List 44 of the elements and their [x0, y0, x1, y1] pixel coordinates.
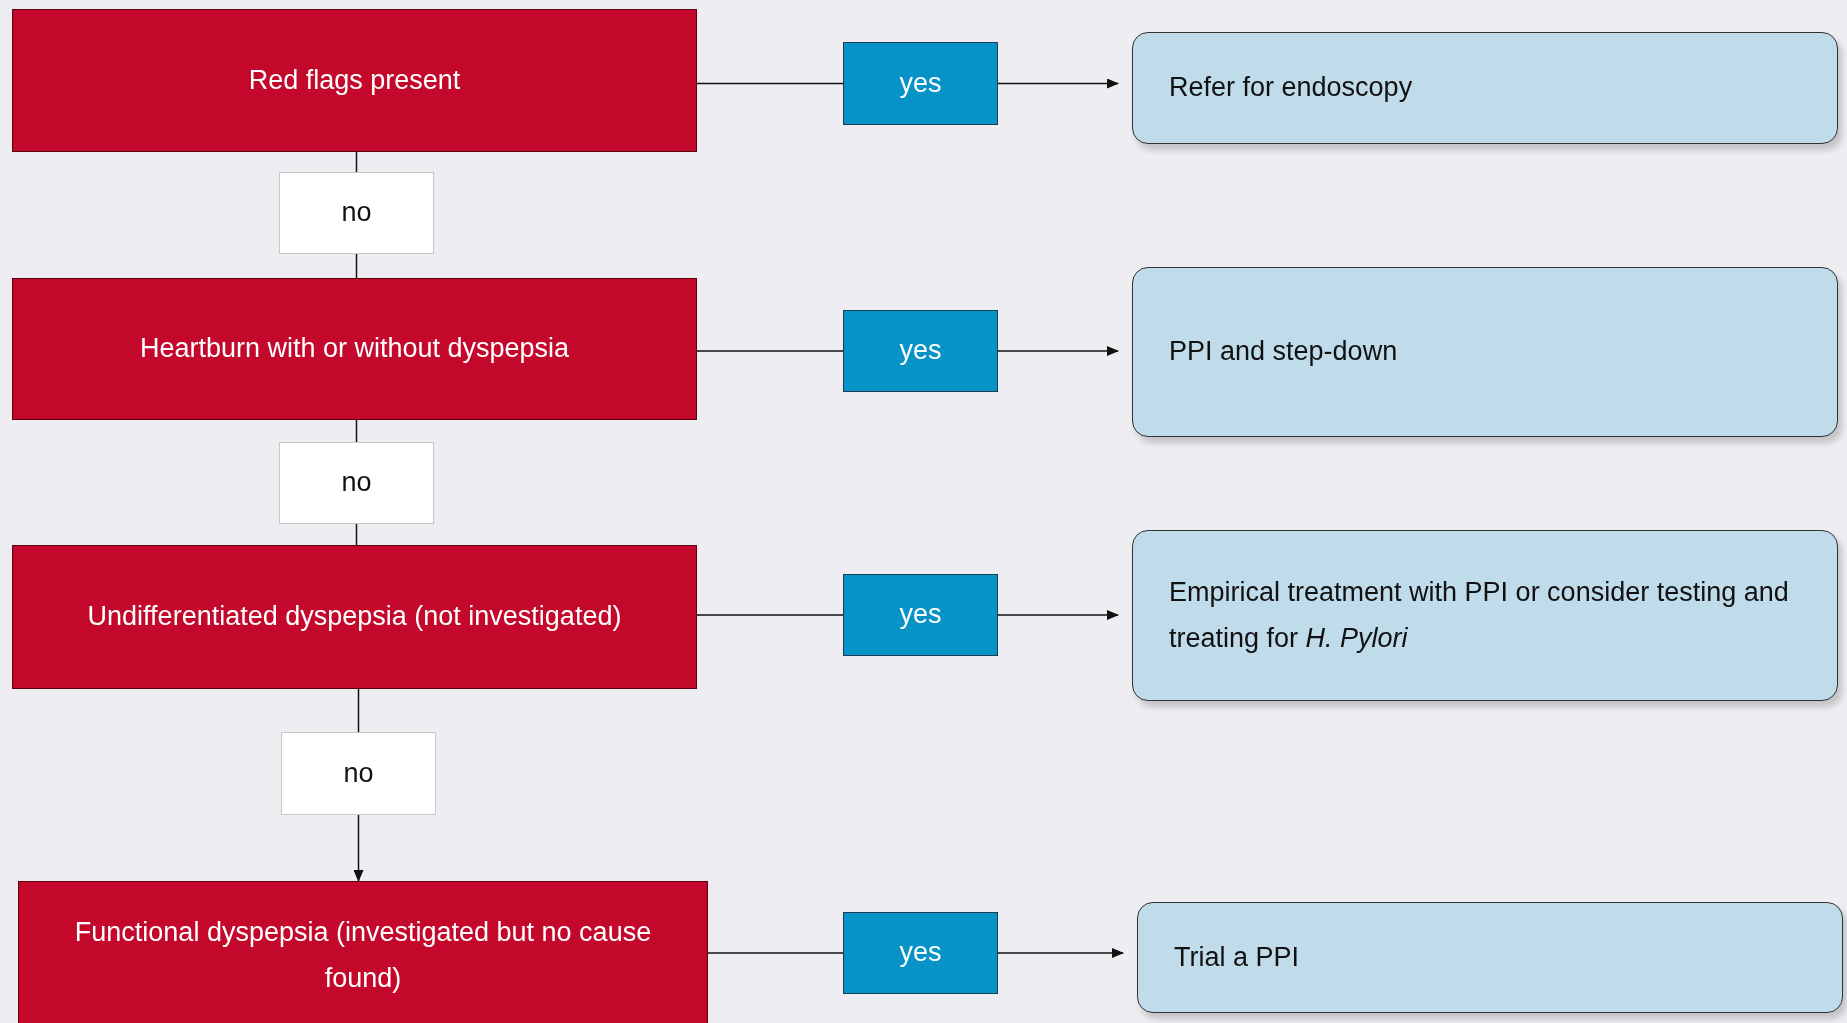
node-text: Functional dyspepsia (investigated but no cause found)	[73, 916, 653, 995]
action-box	[1132, 267, 1838, 437]
connector-line	[696, 350, 844, 352]
connector-line	[357, 688, 360, 733]
decision-box	[18, 881, 708, 1023]
node-text: Empirical treatment with PPI or consider testing and treating for H. Pylori	[1169, 575, 1790, 655]
node-text: yes	[898, 936, 943, 970]
connector-line	[696, 614, 844, 616]
arrow	[997, 78, 1119, 89]
arrow	[353, 814, 364, 882]
answer-box	[843, 574, 998, 656]
action-box	[1132, 530, 1838, 701]
answer-box	[843, 42, 998, 125]
answer-box	[279, 442, 434, 524]
answer-box	[843, 912, 998, 994]
connector-line	[355, 419, 358, 443]
node-text: Undifferentiated dyspepsia (not investigated)	[86, 600, 623, 634]
node-text: yes	[898, 66, 943, 100]
answer-box	[281, 732, 436, 815]
connector-line	[355, 151, 358, 173]
decision-box	[12, 278, 697, 420]
node-text: no	[342, 756, 375, 790]
node-text: Trial a PPI	[1174, 940, 1301, 974]
arrow	[997, 610, 1119, 620]
node-text: Refer for endoscopy	[1169, 71, 1414, 105]
connector-line	[707, 952, 844, 954]
decision-box	[12, 9, 697, 152]
connector-line	[355, 253, 358, 279]
node-text: no	[340, 196, 373, 230]
node-text: no	[340, 466, 373, 500]
node-text: yes	[898, 598, 943, 632]
node-text: PPI and step-down	[1169, 335, 1399, 369]
node-text: yes	[898, 334, 943, 368]
connector-line	[355, 523, 358, 546]
answer-box	[843, 310, 998, 392]
decision-box	[12, 545, 697, 689]
node-text: Red flags present	[247, 63, 462, 97]
action-box	[1137, 902, 1843, 1013]
connector-line	[696, 82, 844, 85]
arrow	[997, 948, 1124, 958]
arrow	[997, 346, 1119, 356]
action-box	[1132, 32, 1838, 144]
answer-box	[279, 172, 434, 254]
node-text: Heartburn with or without dyspepsia	[138, 332, 571, 366]
